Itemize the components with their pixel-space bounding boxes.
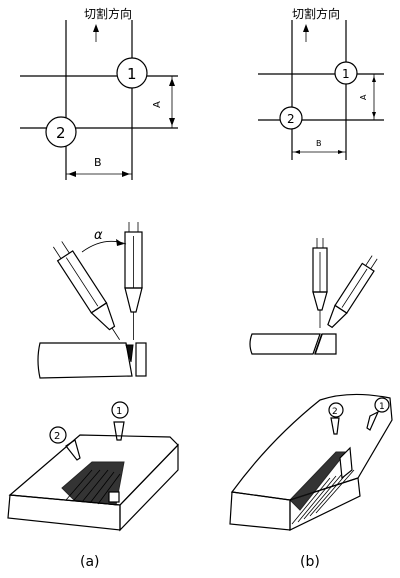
workpiece-left-a	[37, 342, 133, 379]
torch-vertical-tip-a	[124, 287, 143, 313]
dim-a-label-a: A	[152, 101, 163, 108]
torch-vertical-tip-b	[312, 291, 328, 311]
angle-arc-a	[81, 240, 127, 253]
plan-view-a: 切割方向 1 2 A B	[20, 6, 178, 180]
plan-view-b: 切割方向 1 2 A B	[258, 6, 384, 160]
dim-b-arrow-right-b	[338, 150, 344, 154]
iso-torch-1-number-b: 1	[379, 402, 385, 412]
dim-a-arrow-bottom-a	[169, 118, 175, 126]
torch-inclined-tip-a	[90, 302, 116, 331]
iso-hatching-b	[291, 469, 355, 525]
iso-torch-2-marker-a	[49, 426, 67, 444]
iso-torch-2-b	[330, 417, 340, 435]
torch-inclined-tip-b	[327, 304, 348, 329]
torch-2-number-a: 2	[56, 124, 66, 142]
side-view-a: α	[37, 222, 147, 379]
torch-inclined-body-a	[56, 250, 108, 314]
torch-inclined-hose-1-b	[365, 255, 373, 266]
dim-a-label-b: A	[359, 94, 368, 100]
cut-direction-label-a: 切割方向	[84, 6, 132, 21]
iso-plate-side-a	[119, 443, 179, 532]
direction-arrowhead-a	[93, 24, 99, 32]
iso-view-b: 2 1	[229, 393, 393, 531]
torch-inclined-a	[53, 241, 120, 340]
caption-a: (a)	[80, 554, 100, 570]
torch-inclined-hose-2-a	[61, 241, 70, 254]
iso-view-a: 1 2	[7, 401, 179, 532]
dim-b-label-b: B	[316, 139, 322, 148]
iso-torch-1-marker-b	[374, 397, 390, 413]
iso-groove-b	[289, 451, 348, 511]
panel-b: 切割方向 1 2 A B	[229, 6, 393, 570]
iso-torch-1-b	[366, 410, 380, 431]
iso-plate-side-b	[289, 477, 361, 531]
torch-inclined-b	[327, 255, 378, 329]
torch-1-number-b: 1	[342, 67, 350, 81]
dim-a-arrow-top-a	[169, 78, 175, 86]
torch-1-number-a: 1	[127, 65, 137, 83]
iso-torch-1-number-a: 1	[116, 406, 122, 417]
dim-b-arrow-left-a	[68, 171, 76, 177]
iso-plate-front-b	[229, 491, 291, 531]
panel-a: 切割方向 1 2 A B	[7, 6, 179, 570]
angle-label-a: α	[94, 228, 103, 243]
dim-b-label-a: B	[94, 156, 102, 169]
iso-hatching-a	[65, 469, 121, 505]
iso-torch-1-a	[113, 421, 125, 441]
torch-2-marker-b	[279, 106, 303, 130]
cut-direction-label-b: 切割方向	[292, 6, 340, 21]
torch-1-marker-b	[334, 61, 358, 85]
torch-inclined-axis-a	[111, 327, 120, 340]
torch-1-marker-a	[116, 57, 148, 89]
torch-2-marker-a	[45, 116, 77, 148]
torch-inclined-hose-1-a	[53, 246, 62, 259]
kerf-bevel-a	[125, 344, 134, 363]
caption-b: (b)	[300, 554, 320, 570]
dim-b-arrow-left-b	[294, 150, 300, 154]
dim-a-arrow-bottom-b	[372, 112, 376, 118]
iso-torch-2-number-b: 2	[332, 407, 338, 417]
workpiece-left-b	[249, 333, 321, 355]
dim-a-arrow-top-b	[372, 76, 376, 82]
iso-bevel-face-a	[108, 491, 120, 503]
iso-torch-2-number-a: 2	[54, 431, 60, 442]
iso-torch-2-a	[65, 439, 81, 461]
torch-2-number-b: 2	[287, 112, 295, 126]
dim-b-arrow-right-a	[122, 171, 130, 177]
direction-arrowhead-b	[303, 24, 309, 32]
iso-torch-1-marker-a	[111, 401, 129, 419]
iso-plate-top-b	[230, 393, 393, 501]
torch-inclined-core-a	[65, 257, 99, 307]
kerf-bevel-b	[314, 333, 323, 355]
workpiece-right-a	[135, 342, 147, 377]
iso-bevel-face-b	[339, 446, 353, 480]
torch-inclined-body-b	[334, 262, 375, 314]
iso-torch-2-marker-b	[328, 402, 344, 418]
angle-arrow-a	[116, 239, 124, 246]
torch-inclined-hose-2-b	[370, 258, 378, 270]
side-view-b	[249, 238, 378, 355]
torch-inclined-core-b	[341, 268, 368, 308]
